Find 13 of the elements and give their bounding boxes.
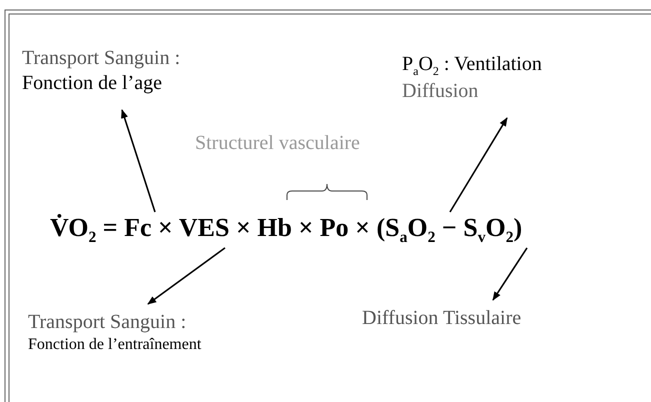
arrow (492, 247, 528, 301)
arrow (147, 247, 226, 305)
annotation-text: Transport Sanguin : (28, 310, 188, 335)
annotation-text: P$_{a}$O$_{2}$ : Ventilation (402, 52, 542, 79)
annotation-text: Fonction de l’entraînement (28, 335, 202, 355)
arrow (121, 109, 156, 212)
annotation-text: Fonction de l’age (22, 71, 163, 96)
arrow (449, 117, 508, 212)
annotation-text: Diffusion (402, 79, 480, 104)
brace-label: Structurel vasculaire (195, 132, 360, 155)
equation-text: V̇O$_{2}$ = Fc × VES × Hb × Po × (S$_{a}$O$_{2}$ − S$_{v}$O$_{2}$) (50, 212, 522, 248)
annotation-text: Transport Sanguin : (22, 46, 180, 71)
annotation-text: Diffusion Tissulaire (362, 306, 522, 331)
